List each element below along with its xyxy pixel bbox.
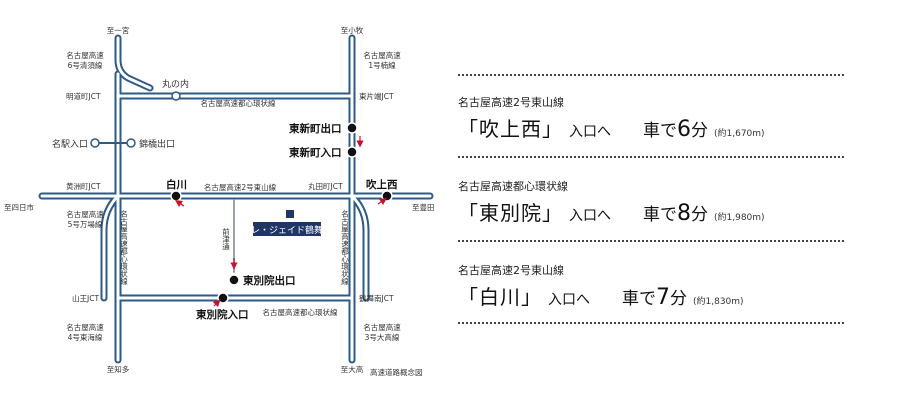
map-nodes [90,91,393,304]
route-3-time: 車で7分 [622,285,687,310]
higashishinmachi-exit-node [346,122,358,134]
dest-odaka: 至大高 [341,364,364,374]
loop-left-label: 名古屋高速都心環状線 [119,209,128,285]
jct-marutamachi: 丸田町JCT [308,181,343,191]
dest-chita: 至知多 [107,364,130,374]
exit-shirakawa: 白川 [166,178,187,191]
higashibetsuin-exit-node [228,274,240,286]
entrance-higashibetsuin: 東別院入口 [196,308,249,321]
route-2-time: 車で8分 [643,201,708,226]
route-1-suffix: 入口へ [569,124,611,140]
route-3: 名古屋高速2号東山線 「白川」 入口へ 車で7分 (約1,830m) [458,264,844,310]
divider-2 [458,240,844,242]
nishiki-node [126,138,136,148]
exit-higashishinmachi: 東新町出口 [289,122,342,135]
route-2-entrance: 「東別院」 [458,201,563,225]
property-marker: レ・ジェイド鶴舞 [251,210,323,236]
route-1-distance: (約1,670m) [714,129,765,139]
exit-nishiki: 錦橋出口 [139,138,175,150]
route-3-line: 名古屋高速2号東山線 [458,264,564,277]
loop-bottom-label: 名古屋高速都心環状線 [263,307,338,317]
entrance-higashishinmachi: 東新町入口 [289,146,342,159]
jct-tsurumai: 鶴舞南JCT [359,293,394,303]
jct-kokuzu: 黄洲町JCT [66,181,101,191]
route-2: 名古屋高速都心環状線 「東別院」 入口へ 車で8分 (約1,980m) [458,180,844,226]
route-2-main: 「東別院」 入口へ 車で8分 (約1,980m) [458,197,844,226]
loop-top-label: 名古屋高速都心環状線 [201,98,276,108]
shirakawa-node [170,190,182,202]
route-1-main: 「吹上西」 入口へ 車で6分 (約1,670m) [458,113,844,142]
route-1-entrance: 「吹上西」 [458,117,563,141]
route-2-distance: (約1,980m) [714,213,765,223]
meieki-node [90,138,100,148]
jct-higashikataha: 東片端JCT [359,91,394,101]
route-3-distance: (約1,830m) [693,297,744,307]
route-1-line: 名古屋高速2号東山線 [458,96,564,109]
divider-top [458,74,844,76]
route-1: 名古屋高速2号東山線 「吹上西」 入口へ 車で6分 (約1,670m) [458,96,844,142]
route-1-time: 車で6分 [643,117,708,142]
r2-label: 名古屋高速2号東山線 [204,182,277,192]
route-3-main: 「白川」 入口へ 車で7分 (約1,830m) [458,281,844,310]
jct-sanno: 山王JCT [72,293,99,303]
higashibetsuin-entrance-node [217,292,229,304]
direction-arrows [175,136,387,308]
jct-meiji: 明道町JCT [66,91,101,101]
dest-miyatoshi: 至四日市 [4,202,34,212]
property-label: レ・ジェイド鶴舞 [251,224,323,236]
map-caption: 高速道路概念図 [370,367,423,377]
route-2-line: 名古屋高速都心環状線 [458,180,568,193]
divider-1 [458,156,844,158]
route-3-entrance: 「白川」 [458,285,542,309]
higashishinmachi-entrance-node [346,146,358,158]
fukiage-nishi-node [381,190,393,202]
entrance-fukiage-nishi: 吹上西 [366,178,398,191]
marunouchi-node [171,91,181,101]
loop-right-label: 名古屋高速都心環状線 [340,209,349,285]
dest-komaki: 至小牧 [341,25,364,35]
dest-ichinomiya: 至一宮 [107,25,130,35]
dest-toyota: 至豊田 [412,202,435,212]
route-3-suffix: 入口へ [548,292,590,308]
route-2-suffix: 入口へ [569,208,611,224]
divider-bottom [458,322,844,324]
exit-marunouchi: 丸の内 [162,78,189,90]
exit-higashibetsuin: 東別院出口 [243,274,296,287]
exit-meieki: 名駅入口 [52,138,88,150]
road-maezu-label: 前津通 [221,227,230,252]
